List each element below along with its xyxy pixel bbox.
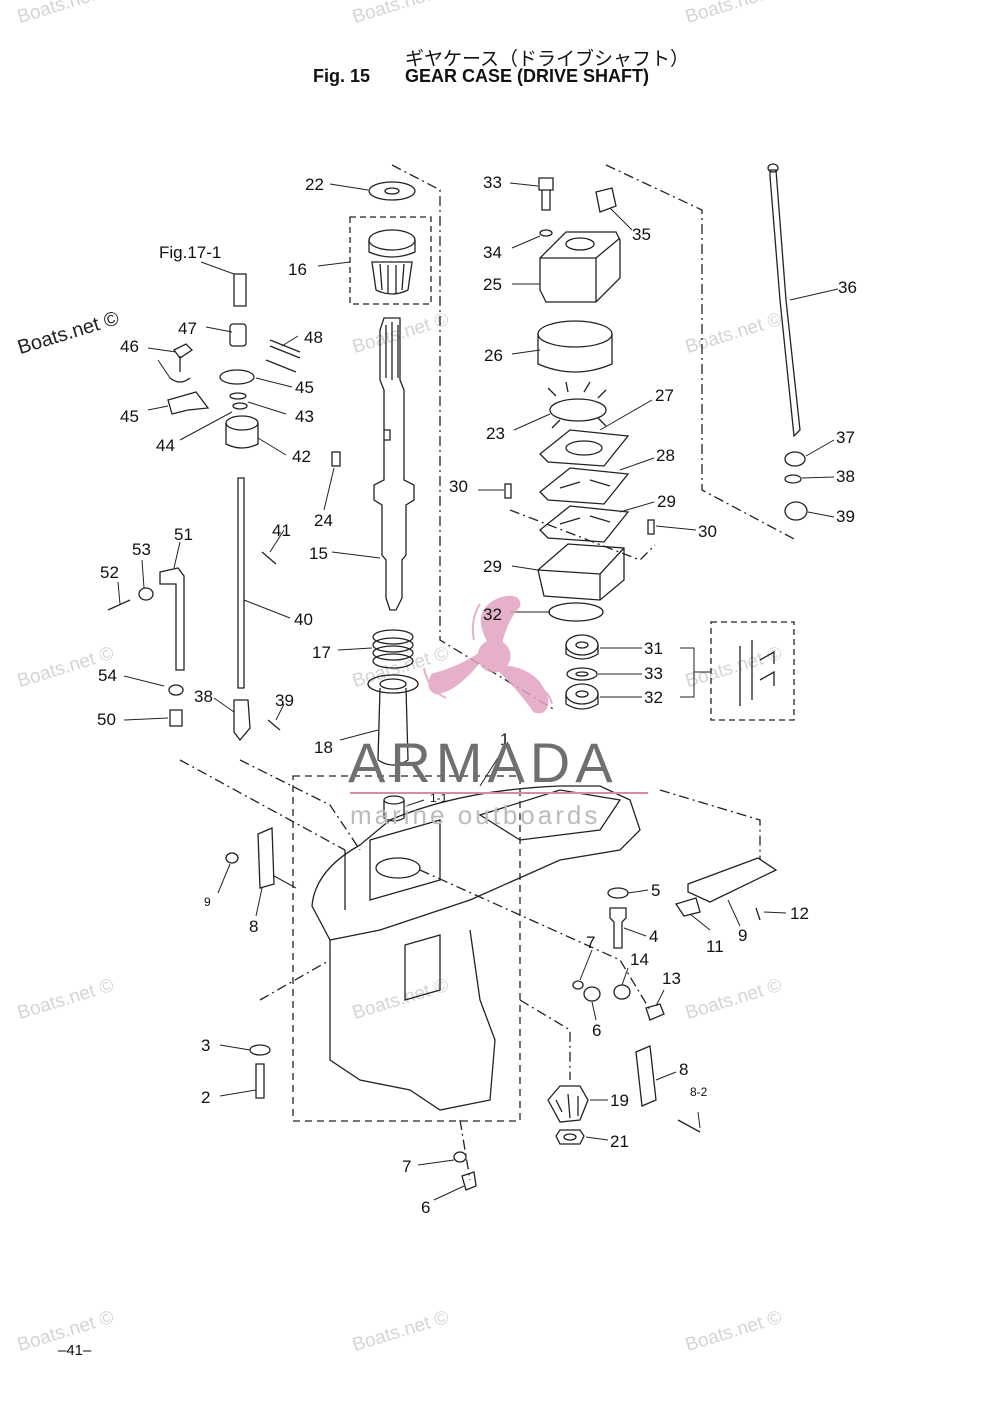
callout-labels: 22 16 Fig.17-1 47 48 46 45 45 43 44 42 2… — [97, 173, 857, 1217]
figure-title-english: GEAR CASE (DRIVE SHAFT) — [405, 66, 650, 86]
callout-33: 33 — [483, 173, 502, 192]
callout-54b: 54 — [98, 666, 117, 685]
callout-1-1: 1-1 — [430, 791, 448, 805]
group-box-30 — [710, 621, 795, 721]
callout-9: 9 — [738, 926, 747, 945]
callout-45: 43 — [295, 407, 314, 426]
callout-15: 16 — [288, 260, 307, 279]
callout-3: 3 — [201, 1036, 210, 1055]
callout-47: 45 — [120, 407, 139, 426]
callout-41: 39 — [275, 691, 294, 710]
callout-4: 4 — [649, 927, 658, 946]
group-box-15 — [349, 216, 432, 305]
callout-38: 38 — [836, 467, 855, 486]
callout-32: 32 — [483, 605, 502, 624]
callout-39: 39 — [836, 507, 855, 526]
callout-44: 42 — [292, 447, 311, 466]
callout-52: 51 — [174, 525, 193, 544]
brand-name: ARMADA — [348, 731, 618, 794]
callout-16: 17 — [312, 643, 331, 662]
callout-10: 11 — [706, 937, 724, 956]
group-box-gear-case — [292, 775, 521, 1122]
callout-8-2: 9 — [204, 895, 211, 909]
page-number: –41– — [58, 1342, 92, 1359]
callout-5: 5 — [651, 881, 660, 900]
callout-14: 15 — [309, 544, 328, 563]
callout-1: 1 — [500, 730, 509, 749]
figure-reference: Fig.17-1 — [159, 243, 221, 262]
callout-50: 48 — [304, 328, 323, 347]
callout-51: 50 — [97, 710, 116, 729]
callout-21: 23 — [486, 424, 505, 443]
callout-23: 25 — [483, 275, 502, 294]
callout-7b: 7 — [402, 1157, 411, 1176]
callout-28: 29 — [483, 557, 502, 576]
callout-24: 26 — [484, 346, 503, 365]
figure-title-japanese: ギヤケース（ドライブシャフト） — [405, 49, 690, 70]
figure-number: Fig. 15 — [313, 66, 371, 86]
callout-43: 41 — [272, 521, 291, 540]
callout-2: 2 — [201, 1088, 210, 1107]
callout-12: 13 — [662, 969, 681, 988]
callout-40: 38 — [194, 687, 213, 706]
callout-54: 53 — [132, 540, 151, 559]
callout-20: 22 — [305, 175, 324, 194]
callout-35: 35 — [632, 225, 651, 244]
callout-34: 34 — [483, 243, 502, 262]
callout-26: 28 — [656, 446, 675, 465]
callout-45b: 44 — [156, 436, 175, 455]
brand-divider — [350, 792, 648, 794]
callout-30: 31 — [644, 639, 663, 658]
callout-27: 29 — [657, 492, 676, 511]
callout-6b: 6 — [421, 1198, 430, 1217]
callout-53: 52 — [100, 563, 119, 582]
callout-13: 14 — [630, 950, 649, 969]
callout-37: 37 — [836, 428, 855, 447]
callout-48: 46 — [120, 337, 139, 356]
callout-8-1: 8-2 — [690, 1085, 708, 1099]
callout-8: 8 — [679, 1060, 688, 1079]
callout-29b: 30 — [698, 522, 717, 541]
callout-30b: 32 — [644, 688, 663, 707]
callout-19: 21 — [610, 1132, 629, 1151]
callout-42: 40 — [294, 610, 313, 629]
callout-11: 12 — [790, 904, 809, 923]
callout-17: 18 — [314, 738, 333, 757]
callout-8b: 8 — [249, 917, 258, 936]
callout-6: 6 — [592, 1021, 601, 1040]
callout-31: 33 — [644, 664, 663, 683]
callout-7: 7 — [586, 933, 595, 952]
brand-tagline: marine outboards — [350, 800, 601, 830]
callout-25: 27 — [655, 386, 674, 405]
callout-36: 36 — [838, 278, 857, 297]
callout-49: 47 — [178, 319, 197, 338]
callout-18: 19 — [610, 1091, 629, 1110]
callout-29: 30 — [449, 477, 468, 496]
callout-22: 24 — [314, 511, 333, 530]
callout-46: 45 — [295, 378, 314, 397]
brand-logo-icon — [423, 595, 553, 714]
